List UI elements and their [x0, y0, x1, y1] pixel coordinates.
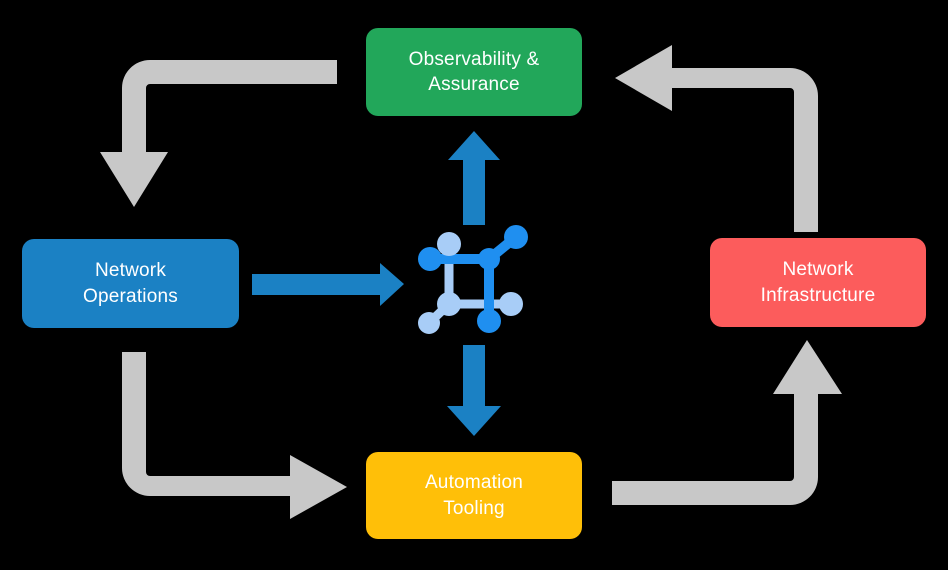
connector-ops-to-center [252, 263, 404, 306]
node-observability-assurance[interactable]: Observability & Assurance [366, 28, 582, 116]
connector-center-to-observability [448, 131, 500, 225]
node-network-operations[interactable]: Network Operations [22, 239, 239, 328]
connector-automation-to-infrastructure [612, 340, 842, 505]
connector-observability-to-ops [100, 60, 337, 207]
network-topology-icon [418, 225, 528, 334]
connector-ops-to-automation [122, 352, 347, 519]
connector-center-to-automation [447, 345, 501, 436]
node-automation-tooling[interactable]: Automation Tooling [366, 452, 582, 539]
connector-infrastructure-to-observability [615, 45, 818, 232]
node-network-infrastructure[interactable]: Network Infrastructure [710, 238, 926, 327]
